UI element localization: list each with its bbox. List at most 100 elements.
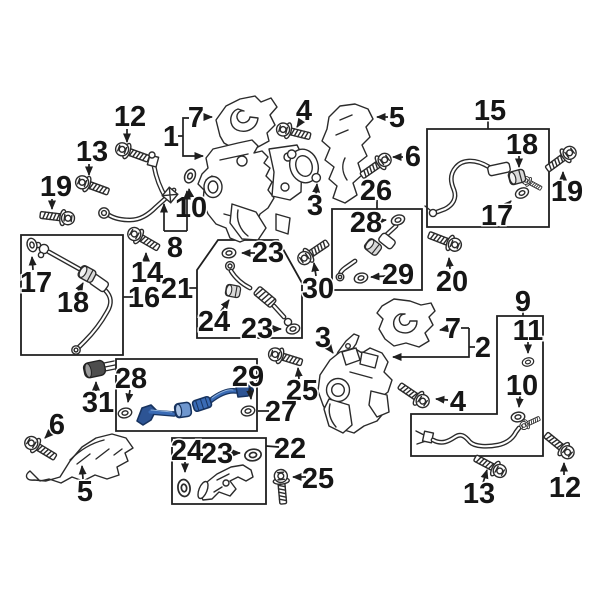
oil-line-16 — [34, 241, 113, 355]
part-number-callout-29: 29 — [232, 361, 264, 393]
leader-line-6 — [44, 429, 54, 439]
bolt-25-lower — [271, 468, 292, 506]
leader-line-18 — [75, 282, 84, 293]
part-number-callout-10: 10 — [506, 370, 538, 402]
turbocharger-lower — [317, 347, 393, 434]
part-number-callout-19: 19 — [551, 176, 583, 208]
part-number-callout-22: 22 — [274, 433, 306, 465]
leader-line-4 — [435, 395, 449, 404]
part-number-callout-30: 30 — [302, 273, 334, 305]
leader-line-4 — [296, 117, 306, 128]
part-number-callout-4: 4 — [296, 95, 312, 127]
leader-line-17 — [502, 200, 512, 210]
part-number-callout-8: 8 — [167, 232, 183, 264]
part-number-callout-29: 29 — [382, 259, 414, 291]
oil-feed-tube-8 — [98, 151, 179, 223]
heat-shield-5-lower — [25, 433, 134, 484]
bushing-stud-31 — [82, 359, 116, 379]
gasket-3-upper — [286, 148, 322, 184]
part-number-callout-14: 14 — [131, 257, 163, 289]
part-number-callout-3: 3 — [315, 322, 331, 354]
part-number-callout-7: 7 — [188, 102, 204, 134]
part-number-callout-16: 16 — [128, 282, 160, 314]
oil-feed-pipe-21 — [220, 246, 302, 337]
part-number-callout-11: 11 — [513, 315, 544, 347]
part-number-callout-28: 28 — [350, 207, 382, 239]
leader-line-20 — [445, 257, 454, 270]
part-number-callout-23: 23 — [241, 313, 273, 345]
part-number-callout-24: 24 — [171, 435, 203, 467]
leader-line-3 — [324, 343, 334, 354]
part-number-callout-23: 23 — [201, 438, 233, 470]
leader-line-25 — [294, 367, 303, 380]
leader-line-30 — [311, 262, 320, 277]
leader-line-17 — [28, 256, 37, 271]
oil-return-tube-26 — [335, 212, 407, 286]
part-number-callout-5: 5 — [77, 476, 93, 508]
part-number-callout-4: 4 — [450, 386, 466, 418]
leader-line-29 — [370, 272, 387, 281]
part-number-callout-10: 10 — [175, 192, 207, 224]
bolt-13-upper — [72, 171, 112, 201]
box-group-9 — [410, 315, 544, 457]
leader-line-24 — [220, 299, 230, 312]
part-number-callout-25: 25 — [302, 463, 334, 495]
part-number-callout-7: 7 — [445, 313, 461, 345]
part-number-callout-5: 5 — [389, 102, 405, 134]
leader-line-22 — [265, 445, 280, 448]
part-number-callout-23: 23 — [252, 237, 284, 269]
washer-10-upper — [181, 166, 199, 186]
part-number-callout-20: 20 — [436, 266, 468, 298]
coolant-hose-15 — [424, 158, 544, 218]
part-number-callout-27: 27 — [265, 396, 297, 428]
leader-line-28 — [125, 389, 134, 403]
part-number-callout-12: 12 — [549, 472, 581, 504]
part-number-callout-18: 18 — [57, 287, 89, 319]
leader-line-2 — [392, 328, 470, 361]
part-number-callout-17: 17 — [481, 200, 513, 232]
part-number-callout-25: 25 — [286, 375, 318, 407]
box-group-15 — [426, 128, 550, 228]
bolt-12-upper — [112, 138, 152, 168]
part-number-callout-1: 1 — [163, 121, 179, 153]
part-number-callout-21: 21 — [161, 273, 193, 305]
part-number-callout-15: 15 — [474, 95, 506, 127]
part-number-callout-2: 2 — [475, 332, 491, 364]
leader-line-13 — [480, 469, 489, 484]
part-number-callout-12: 12 — [114, 101, 146, 133]
part-number-callout-28: 28 — [115, 363, 147, 395]
turbocharger-upper — [197, 139, 303, 243]
part-number-callout-6: 6 — [405, 141, 421, 173]
oil-drain-tube-9 — [415, 355, 543, 449]
part-number-callout-6: 6 — [49, 409, 65, 441]
leader-line-10 — [515, 395, 524, 408]
bracket-7-lower — [376, 298, 436, 348]
bolt-12-lower — [540, 427, 579, 464]
bolt-20 — [425, 226, 465, 256]
leader-line-3 — [312, 183, 321, 195]
leader-line-1 — [182, 136, 204, 160]
part-number-callout-3: 3 — [307, 190, 323, 222]
heat-shield-5-upper — [321, 103, 374, 204]
part-number-callout-13: 13 — [463, 478, 495, 510]
box-group-22 — [171, 437, 267, 505]
part-number-callout-18: 18 — [506, 129, 538, 161]
part-number-callout-26: 26 — [360, 175, 392, 207]
part-number-callout-13: 13 — [76, 136, 108, 168]
heat-shield-7-upper — [215, 95, 278, 151]
bolt-19-left — [38, 206, 77, 228]
leader-line-1 — [182, 117, 189, 136]
part-number-callout-31: 31 — [82, 387, 114, 419]
part-number-callout-9: 9 — [515, 286, 531, 318]
part-number-callout-24: 24 — [198, 306, 230, 338]
part-number-callout-19: 19 — [40, 171, 72, 203]
bolt-14 — [123, 223, 164, 256]
leader-line-29 — [246, 387, 255, 400]
bolt-25-upper — [265, 344, 305, 371]
bolt-4-lower — [394, 378, 434, 413]
part-number-callout-17: 17 — [20, 267, 52, 299]
connector-fitting-22 — [176, 447, 263, 501]
leader-line-5 — [78, 465, 87, 480]
